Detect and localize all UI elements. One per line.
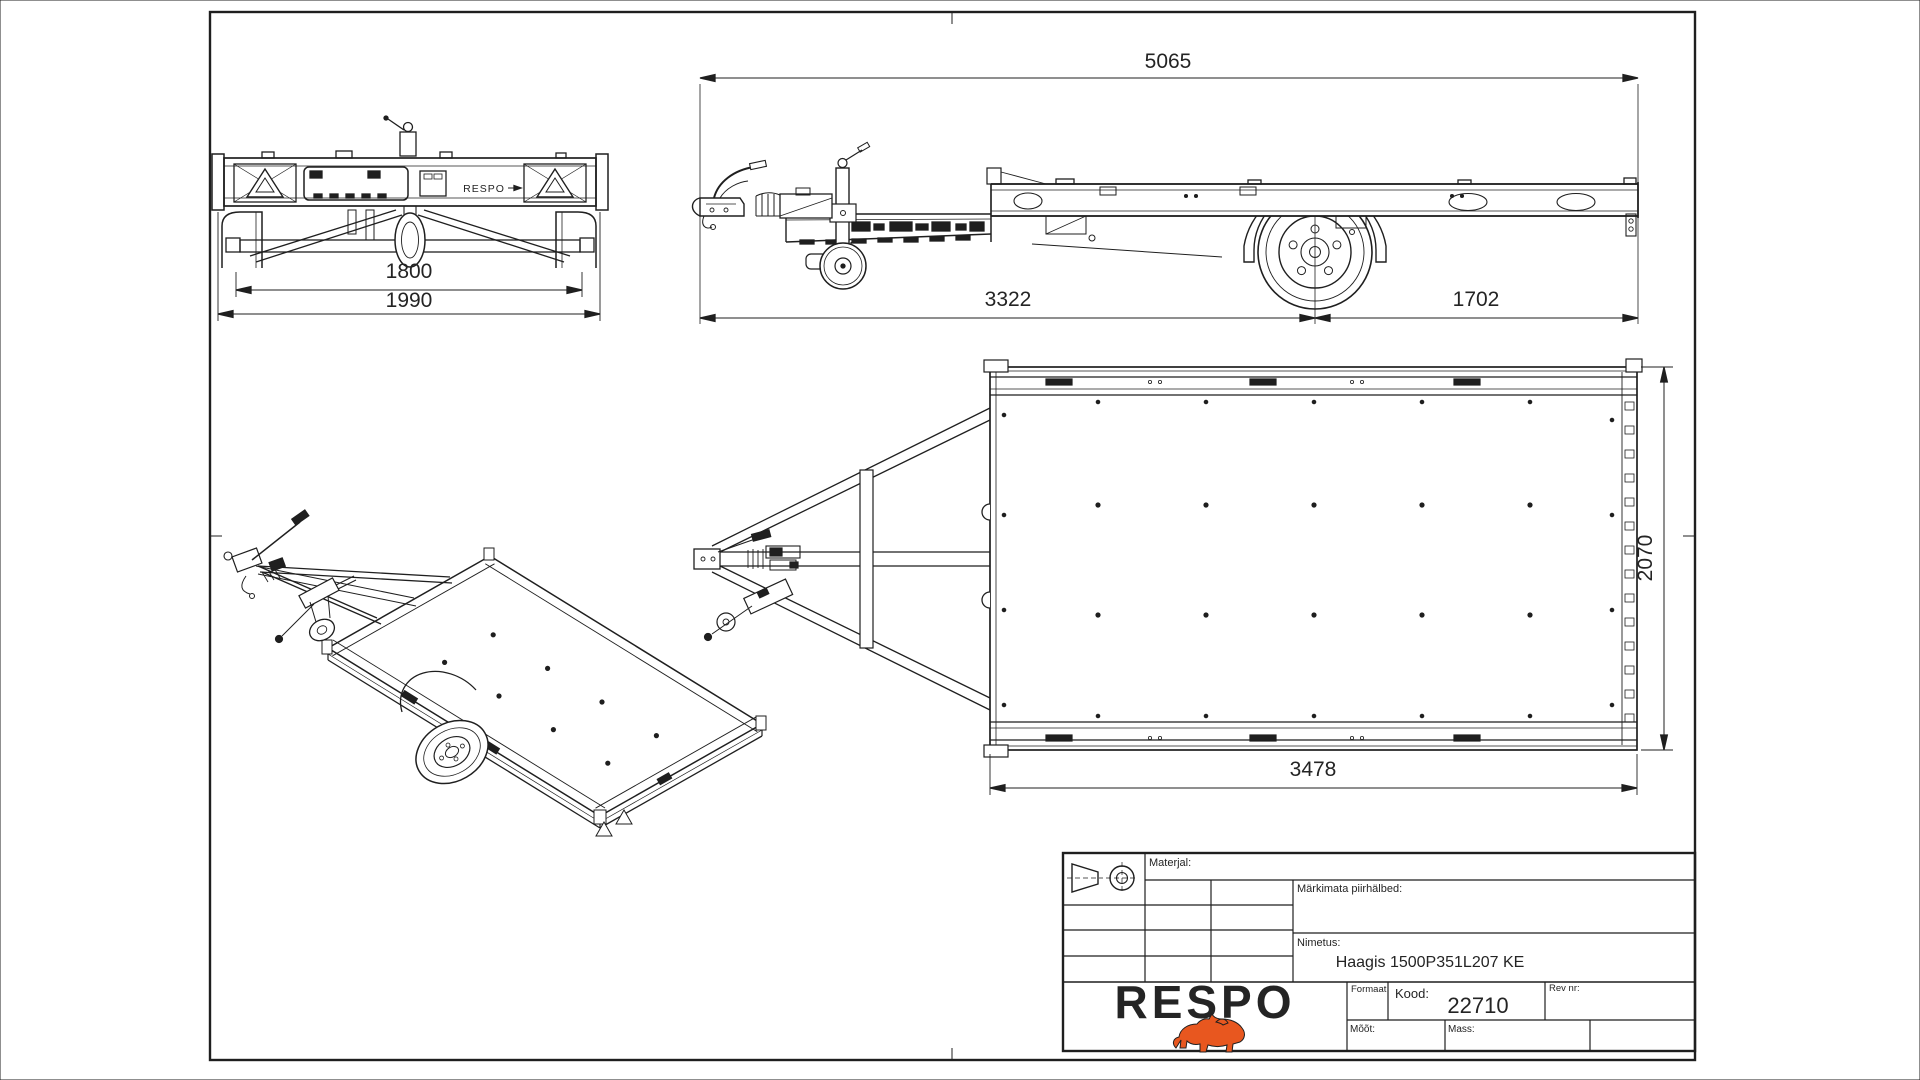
rev-label: Rev nr: — [1549, 983, 1580, 994]
material-label: Materjal: — [1149, 857, 1191, 869]
scale-label: Mõõt: — [1350, 1024, 1375, 1035]
sheet-frame — [208, 10, 1697, 1062]
svg-text:2070: 2070 — [1634, 535, 1657, 582]
right-triangle-reflector — [523, 163, 587, 203]
tie-down-holes — [1001, 399, 1615, 719]
title-block: Materjal: Märkimata piirhälbed: Nimetus:… — [1061, 851, 1697, 1053]
name-label: Nimetus: — [1297, 937, 1340, 949]
rear-panel-brand: RESPO — [463, 183, 505, 195]
coupling-head — [691, 159, 833, 230]
svg-text:1800: 1800 — [386, 260, 433, 283]
rear-ladder-strip — [1624, 401, 1635, 723]
number-plate-lamp — [419, 170, 447, 197]
code-value: 22710 — [1447, 993, 1508, 1018]
dim-coupling-to-axle: 3322 — [699, 288, 1316, 323]
deck — [989, 366, 1638, 751]
rear-view: RESPO 1800 — [211, 115, 609, 321]
svg-text:5065: 5065 — [1145, 50, 1192, 73]
beam-sticker — [799, 221, 985, 245]
side-view: 5065 — [691, 50, 1639, 324]
svg-text:3322: 3322 — [985, 288, 1032, 311]
top-view: 3478 2070 — [693, 358, 1673, 795]
mass-label: Mass: — [1448, 1024, 1475, 1035]
jockey-wheel-side — [805, 141, 871, 290]
svg-text:1990: 1990 — [386, 289, 433, 312]
drawbar-top — [693, 407, 991, 711]
respo-logo: RESPO — [1114, 976, 1292, 1053]
first-angle-projection-icon — [1067, 862, 1138, 894]
code-label: Kood: — [1395, 986, 1429, 1001]
bull-icon — [1172, 1012, 1245, 1053]
svg-text:3478: 3478 — [1290, 758, 1337, 781]
iso-drawbar — [223, 509, 453, 644]
jockey-wheel-rear — [394, 212, 426, 268]
drawing-name: Haagis 1500P351L207 KE — [1336, 954, 1525, 971]
tolerances-label: Märkimata piirhälbed: — [1297, 883, 1402, 895]
dim-bed-width: 2070 — [1634, 366, 1673, 751]
iso-wheel — [399, 670, 489, 785]
dim-bed-length: 3478 — [989, 754, 1638, 795]
left-triangle-reflector — [233, 163, 297, 203]
dim-overall-width: 1990 — [217, 212, 601, 321]
dim-overall-length: 5065 — [699, 50, 1639, 83]
format-label: Formaat — [1351, 984, 1387, 995]
dim-axle-to-rear: 1702 — [1314, 288, 1639, 323]
isometric-view — [223, 509, 767, 837]
svg-text:1702: 1702 — [1453, 288, 1500, 311]
tail-lamp — [303, 166, 409, 201]
dim-track-width: 1800 — [235, 260, 583, 297]
